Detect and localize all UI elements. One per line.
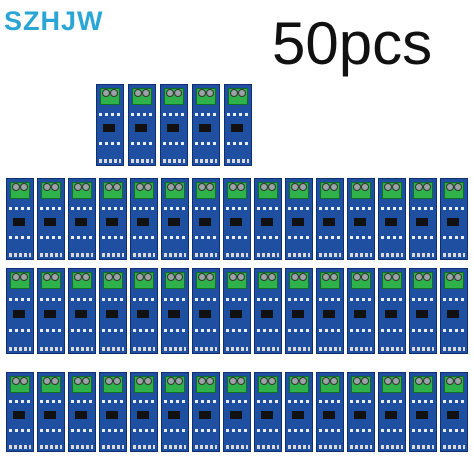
rs485-module (6, 178, 34, 260)
rs485-module (192, 84, 220, 166)
rs485-module (99, 268, 127, 354)
rs485-module (6, 268, 34, 354)
rs485-module (316, 178, 344, 260)
rs485-module (254, 372, 282, 452)
rs485-module (68, 178, 96, 260)
rs485-module (347, 372, 375, 452)
rs485-module (347, 268, 375, 354)
rs485-module (223, 268, 251, 354)
rs485-module (440, 372, 468, 452)
rs485-module (130, 268, 158, 354)
rs485-module (409, 268, 437, 354)
rs485-module (378, 372, 406, 452)
rs485-module (285, 268, 313, 354)
quantity-label: 50pcs (272, 10, 433, 77)
rs485-module (161, 178, 189, 260)
rs485-module (316, 372, 344, 452)
rs485-module (440, 178, 468, 260)
rs485-module (347, 178, 375, 260)
rs485-module (37, 372, 65, 452)
rs485-module (224, 84, 252, 166)
rs485-module (6, 372, 34, 452)
rs485-module (285, 178, 313, 260)
rs485-module (223, 178, 251, 260)
rs485-module (130, 178, 158, 260)
rs485-module (192, 372, 220, 452)
rs485-module (37, 268, 65, 354)
rs485-module (254, 178, 282, 260)
rs485-module (96, 84, 124, 166)
rs485-module (130, 372, 158, 452)
rs485-module (128, 84, 156, 166)
rs485-module (378, 268, 406, 354)
rs485-module (409, 178, 437, 260)
rs485-module (161, 268, 189, 354)
rs485-module (68, 372, 96, 452)
rs485-module (440, 268, 468, 354)
rs485-module (161, 372, 189, 452)
rs485-module (254, 268, 282, 354)
rs485-module (160, 84, 188, 166)
rs485-module (378, 178, 406, 260)
rs485-module (68, 268, 96, 354)
rs485-module (37, 178, 65, 260)
rs485-module (192, 178, 220, 260)
rs485-module (192, 268, 220, 354)
rs485-module (316, 268, 344, 354)
brand-watermark: SZHJW (4, 6, 104, 36)
rs485-module (99, 372, 127, 452)
rs485-module (99, 178, 127, 260)
rs485-module (409, 372, 437, 452)
rs485-module (285, 372, 313, 452)
rs485-module (223, 372, 251, 452)
